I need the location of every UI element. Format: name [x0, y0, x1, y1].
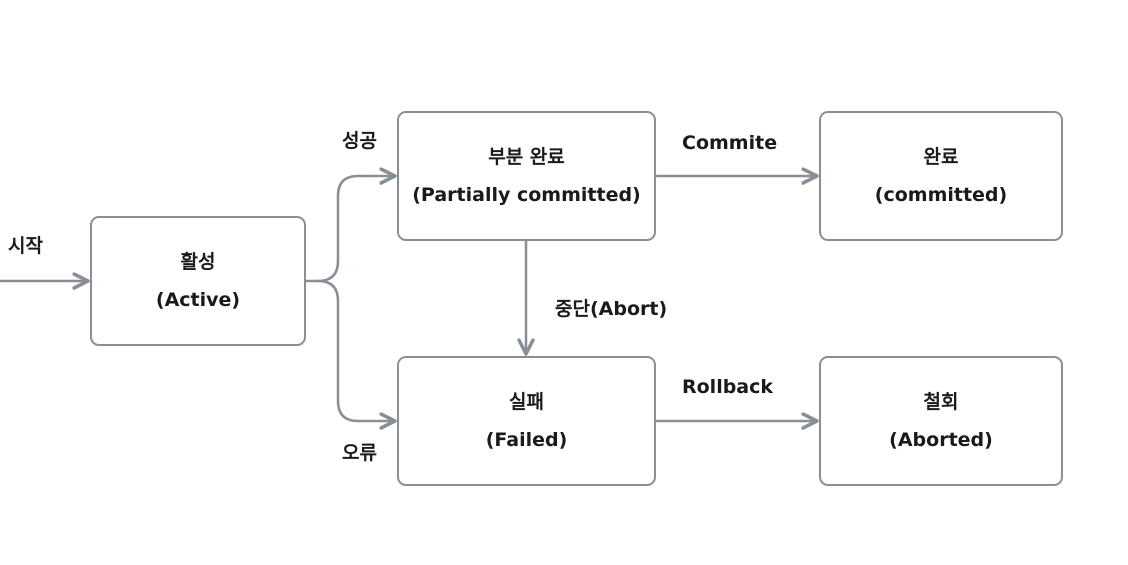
state-aborted-box: 철회 (Aborted)	[819, 356, 1063, 486]
state-aborted-name: 철회	[923, 391, 959, 413]
transition-label-error: 오류	[342, 442, 377, 464]
transition-label-commit: Commite	[682, 132, 778, 154]
state-active-name: 활성	[180, 251, 216, 273]
transition-label-rollback: Rollback	[682, 376, 774, 398]
state-failed-name: 실패	[509, 391, 544, 413]
state-partially-committed-name: 부분 완료	[488, 146, 565, 168]
transition-label-start: 시작	[8, 235, 43, 257]
transition-label-abort: 중단(Abort)	[555, 298, 668, 320]
state-active-box: 활성 (Active)	[90, 216, 306, 346]
state-partially-committed-english: (Partially committed)	[412, 184, 641, 206]
transition-label-success: 성공	[342, 130, 377, 152]
arrow-active-to-partial	[306, 167, 397, 283]
state-failed-box: 실패 (Failed)	[397, 356, 656, 486]
state-committed-name: 완료	[923, 146, 959, 168]
state-active-english: (Active)	[155, 289, 241, 311]
arrow-active-to-failed	[317, 279, 397, 430]
state-partially-committed-box: 부분 완료 (Partially committed)	[397, 111, 656, 241]
state-committed-box: 완료 (committed)	[819, 111, 1063, 241]
state-aborted-english: (Aborted)	[889, 429, 993, 451]
state-failed-english: (Failed)	[485, 429, 568, 451]
state-committed-english: (committed)	[874, 184, 1008, 206]
